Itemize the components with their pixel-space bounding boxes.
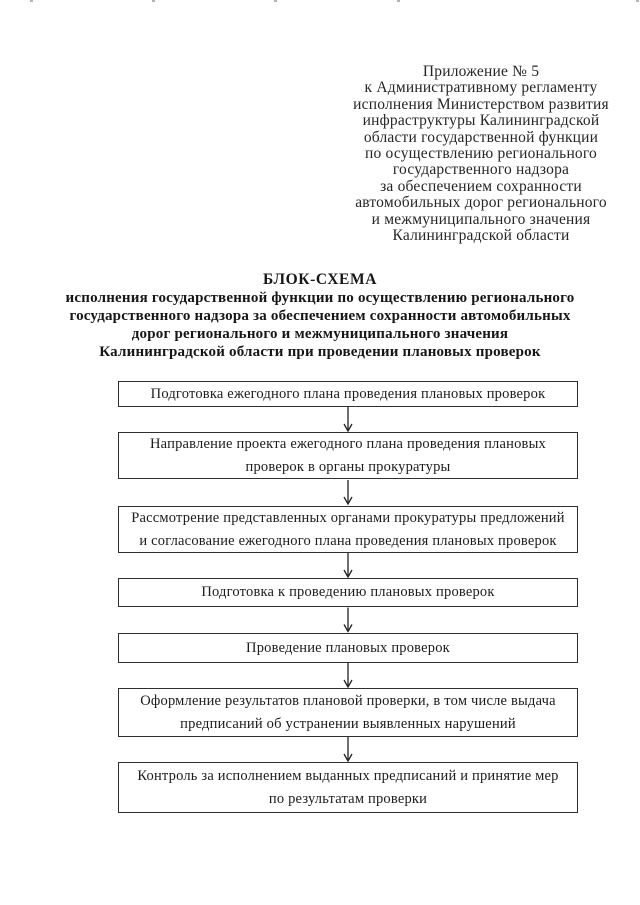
flowchart-step-4: Подготовка к проведению плановых проверо…	[118, 578, 578, 607]
arrow-down-icon	[118, 553, 578, 578]
title-line: Калининградской области при проведении п…	[99, 344, 541, 360]
flowchart-step-6: Оформление результатов плановой проверки…	[118, 688, 578, 737]
title-heading: БЛОК-СХЕМА	[262, 271, 377, 288]
arrow-down-icon	[118, 663, 578, 688]
appendix-line: по осуществлению регионального	[364, 145, 598, 163]
flowchart-step-text: и согласование ежегодного плана проведен…	[139, 532, 557, 549]
document-title: БЛОК-СХЕМА исполнения государственной фу…	[20, 271, 620, 361]
flowchart-step-3: Рассмотрение представленных органами про…	[118, 506, 578, 553]
flowchart-step-text: Оформление результатов плановой проверки…	[140, 692, 556, 709]
scan-artifact	[30, 0, 33, 2]
flowchart-step-1: Подготовка ежегодного плана проведения п…	[118, 381, 578, 407]
flowchart-step-text: Рассмотрение представленных органами про…	[131, 509, 565, 526]
flowchart-step-text: Подготовка к проведению плановых проверо…	[201, 584, 495, 600]
appendix-line: Приложение № 5	[422, 63, 540, 80]
title-line: государственного надзора за обеспечением…	[69, 308, 571, 324]
appendix-reference: Приложение № 5 к Административному регла…	[330, 63, 632, 245]
title-line: исполнения государственной функции по ос…	[65, 290, 575, 306]
arrow-down-icon	[118, 737, 578, 762]
flowchart-step-text: проверок в органы прокуратуры	[245, 458, 451, 475]
appendix-line: Калининградской области	[392, 227, 570, 245]
appendix-line: автомобильных дорог регионального	[355, 194, 607, 212]
scan-artifact	[152, 0, 155, 2]
arrow-down-icon	[118, 607, 578, 633]
title-line: дорог регионального и межмуниципального …	[131, 326, 509, 342]
flowchart-step-7: Контроль за исполнением выданных предпис…	[118, 762, 578, 813]
flowchart-step-5: Проведение плановых проверок	[118, 633, 578, 663]
appendix-line: исполнения Министерством развития	[353, 95, 609, 113]
flowchart-step-2: Направление проекта ежегодного плана про…	[118, 432, 578, 479]
flowchart-step-text: предписаний об устранении выявленных нар…	[180, 715, 516, 732]
flowchart-step-text: Проведение плановых проверок	[246, 639, 450, 656]
flowchart-step-text: Контроль за исполнением выданных предпис…	[137, 767, 559, 784]
appendix-line: за обеспечением сохранности	[380, 177, 582, 195]
scan-artifact	[397, 0, 400, 2]
flowchart-step-text: Подготовка ежегодного плана проведения п…	[150, 385, 546, 402]
appendix-line: государственного надзора	[392, 161, 570, 179]
appendix-line: к Административному регламенту	[364, 79, 598, 97]
appendix-line: инфраструктуры Калининградской	[362, 112, 600, 130]
scan-artifact	[636, 0, 639, 2]
appendix-line: и межмуниципального значения	[371, 210, 591, 228]
scan-artifact	[274, 0, 277, 2]
flowchart: Подготовка ежегодного плана проведения п…	[118, 0, 578, 905]
flowchart-step-text: Направление проекта ежегодного плана про…	[150, 435, 546, 452]
appendix-line: области государственной функции	[363, 128, 599, 146]
arrow-down-icon	[118, 407, 578, 432]
flowchart-step-text: по результатам проверки	[268, 790, 428, 807]
arrow-down-icon	[118, 479, 578, 506]
